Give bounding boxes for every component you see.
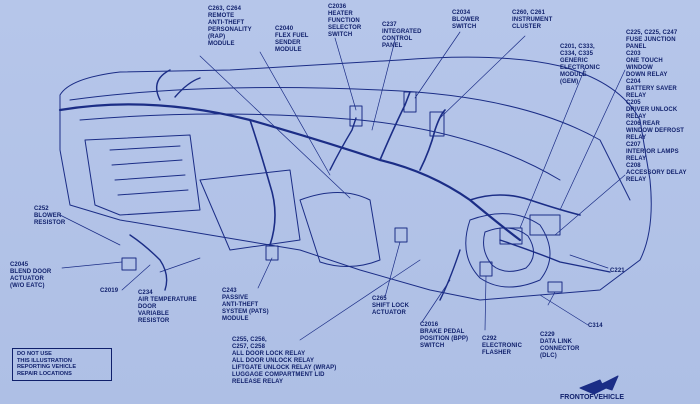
connector-pats [265,245,279,261]
label-c237: C237 INTEGRATED CONTROL PANEL [382,22,422,49]
dashboard-top-edge [69,87,631,201]
label-c221: C221 [610,268,625,274]
dashboard-inner-edge [79,113,561,181]
label-c265: C265 SHIFT LOCK ACTUATOR [372,296,409,316]
label-c252: C252 BLOWER RESISTOR [34,206,66,226]
label-c243: C243 PASSIVE ANTI-THEFT SYSTEM (PATS) MO… [222,288,269,322]
label-c2034: C2034 BLOWER SWITCH [452,10,480,30]
label-c292: C292 ELECTRONIC FLASHER [482,336,522,356]
label-c255: C255, C256, C257, C258 ALL DOOR LOCK REL… [232,337,337,385]
steering-column-inner [483,227,534,272]
connector-fuse-panel [529,214,561,236]
label-c225: C225, C225, C247 FUSE JUNCTION PANEL C20… [626,30,687,183]
main-harness [58,103,522,242]
connector-flasher [479,261,493,277]
connector-blend-door [121,257,137,271]
connector-dlc [547,281,563,293]
left-vent-box [84,134,201,216]
label-c314: C314 [588,323,603,329]
label-c2045: C2045 BLEND DOOR ACTUATOR (W/O EATC) [10,262,52,289]
label-c201: C201, C333, C334, C335 GENERIC ELECTRONI… [560,44,600,85]
label-c2019: C2019 [100,288,119,294]
connector-gem [499,227,523,245]
steering-column [465,213,551,288]
label-c229: C229 DATA LINK CONNECTOR (DLC) [540,332,580,359]
dashboard-outline [59,56,652,301]
harness-branch-c [419,109,446,171]
harness-branch-b [379,91,411,161]
label-c263: C263, C264 REMOTE ANTI-THEFT PERSONALITY… [208,6,252,47]
harness-branch-d [469,194,581,216]
front-arrow-icon [579,375,619,395]
connector-cluster [429,111,445,137]
harness-branch-i [439,249,461,301]
label-c234: C234 AIR TEMPERATURE DOOR VARIABLE RESIS… [138,290,197,324]
harness-branch-g [329,117,357,171]
label-c2040: C2040 FLEX FUEL SENDER MODULE [275,26,309,53]
connector-shift-lock [394,227,408,243]
harness-branch-h [499,239,611,273]
label-c260: C260, C261 INSTRUMENT CLUSTER [512,10,553,30]
disclaimer-note: DO NOT USE THIS ILLUSTRATION REPORTING V… [12,348,112,381]
connector-blower-switch [403,91,417,113]
center-console [299,192,381,267]
harness-branch-f [129,234,168,291]
harness-branch-a [249,119,276,246]
heater-box [199,169,301,251]
left-vent-grid [109,145,189,196]
connector-heater-switch [349,105,363,127]
harness-branch-e [156,69,201,101]
label-c2016: C2016 BRAKE PEDAL POSITION (BPP) SWITCH [420,322,469,349]
front-of-vehicle-label: FRONTOFVEHICLE [560,394,625,401]
label-c2036: C2036 HEATER FUNCTION SELECTOR SWITCH [328,4,362,38]
